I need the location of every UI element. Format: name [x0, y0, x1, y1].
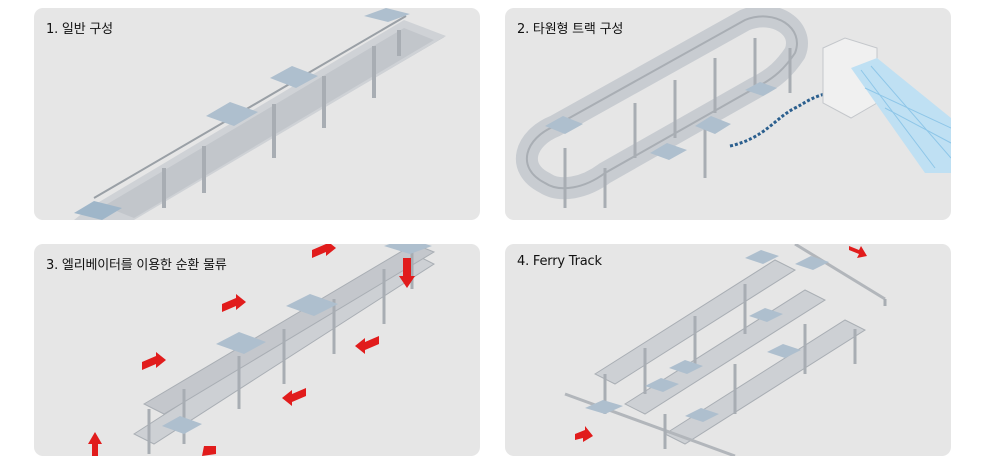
carrier: [216, 332, 266, 354]
carrier: [545, 116, 583, 134]
carrier: [286, 294, 338, 316]
panel-oval-track: 2. 타원형 트랙 구성: [505, 8, 951, 220]
illustration-straight-track: [74, 8, 446, 220]
arrow-icon: [88, 432, 102, 456]
carrier: [384, 244, 432, 254]
carrier: [650, 143, 687, 160]
panel-title: 4. Ferry Track: [517, 254, 602, 269]
carrier: [364, 8, 410, 22]
arrow-icon: [575, 426, 593, 442]
carrier: [270, 66, 318, 88]
carrier: [669, 360, 703, 374]
carrier: [74, 201, 122, 220]
cable-duct: [729, 92, 826, 148]
carrier: [695, 116, 731, 134]
arrow-icon: [849, 246, 867, 258]
arrow-icon: [312, 244, 336, 258]
carrier: [685, 408, 719, 422]
illustration-elevator-loop: [88, 244, 436, 456]
carrier: [162, 416, 202, 434]
panel-title: 3. 엘리베이터를 이용한 순환 물류: [46, 258, 227, 273]
panel-general-config: 1. 일반 구성: [34, 8, 480, 220]
carrier: [745, 82, 777, 96]
arrow-icon: [202, 446, 216, 456]
carrier: [749, 308, 783, 322]
carrier: [745, 250, 779, 264]
carrier: [767, 344, 801, 358]
panel-ferry-track: 4. Ferry Track: [505, 244, 951, 456]
carrier: [206, 102, 258, 126]
illustration-oval-track: [515, 8, 951, 208]
carrier: [645, 378, 679, 392]
arrow-icon: [399, 258, 415, 288]
arrow-icon: [282, 388, 306, 406]
panel-title: 2. 타원형 트랙 구성: [517, 22, 624, 37]
arrow-icon: [355, 336, 379, 354]
carrier: [585, 400, 623, 414]
panel-title: 1. 일반 구성: [46, 22, 113, 37]
carrier: [795, 256, 829, 270]
illustration-ferry-track: [564, 244, 887, 456]
panel-elevator-circulation: 3. 엘리베이터를 이용한 순환 물류: [34, 244, 480, 456]
arrow-icon: [222, 294, 246, 312]
arrow-icon: [142, 352, 166, 370]
